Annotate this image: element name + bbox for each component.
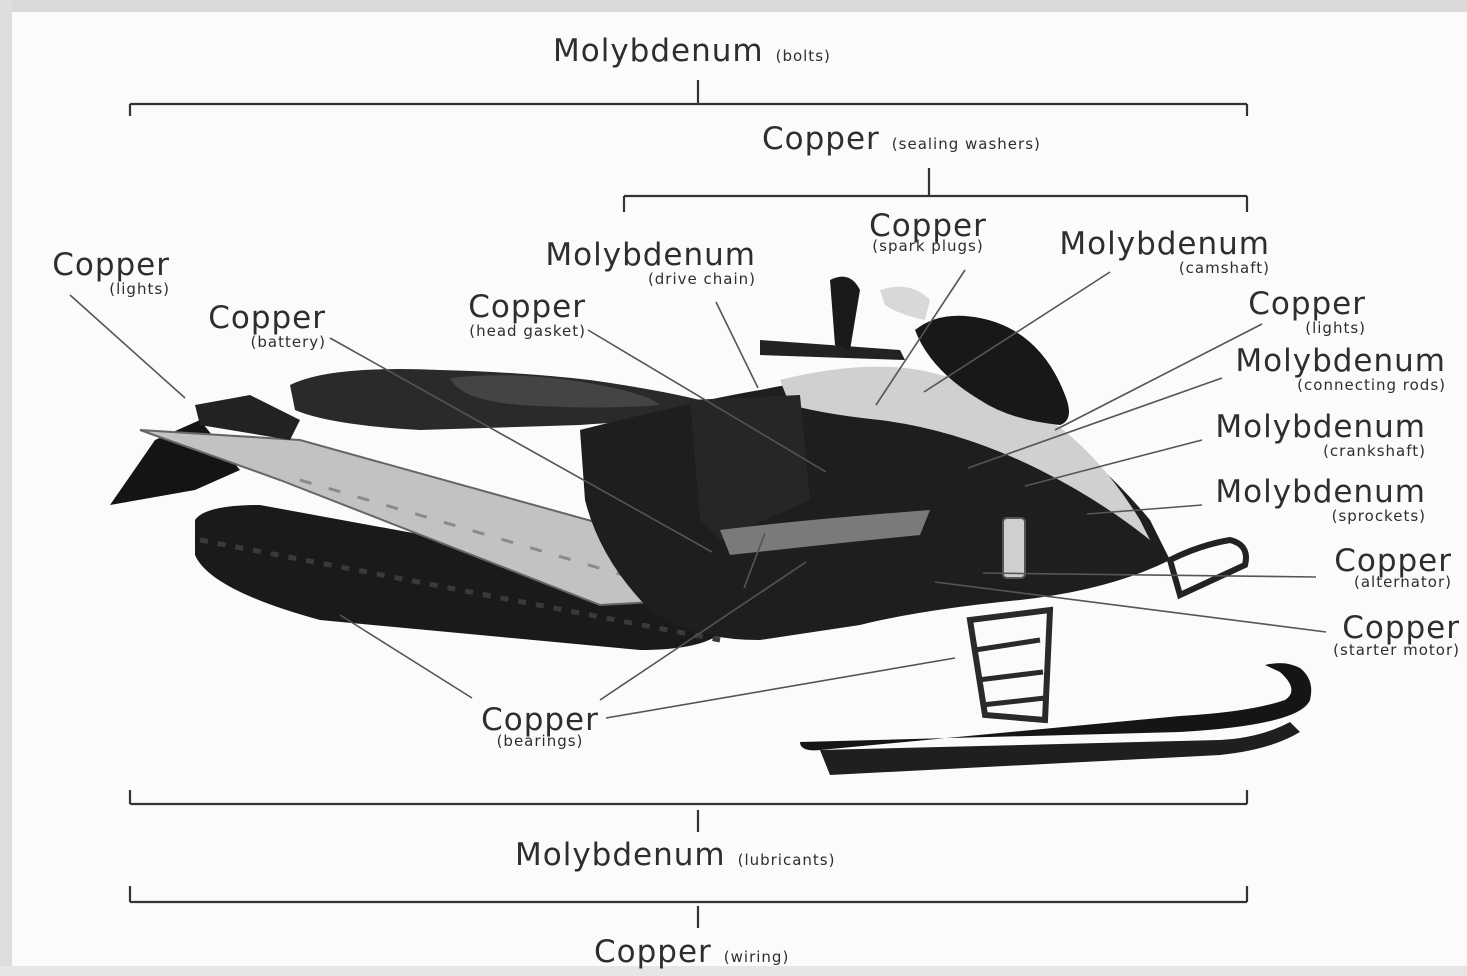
callout-starter-motor: Copper (starter motor): [1290, 613, 1460, 658]
bracket-label-bolts: Molybdenum (bolts): [553, 36, 831, 67]
leader-bearings-1: [340, 615, 472, 698]
metal-name: Copper: [594, 934, 712, 970]
metal-name: Molybdenum: [1180, 412, 1426, 443]
part-name: (bolts): [776, 47, 831, 65]
bracket-label-lubricants: Molybdenum (lubricants): [515, 840, 835, 871]
leader-starter-motor: [935, 582, 1326, 632]
part-name: (lubricants): [738, 851, 836, 869]
part-name: (alternator): [1300, 575, 1452, 590]
part-name: (crankshaft): [1180, 444, 1426, 459]
callout-battery: Copper (battery): [180, 303, 326, 350]
callout-alternator: Copper (alternator): [1300, 546, 1452, 590]
metal-name: Molybdenum: [515, 837, 726, 873]
leader-bearings-4: [744, 533, 765, 588]
callout-spark-plugs: Copper (spark plugs): [836, 211, 1020, 254]
metal-name: Copper: [762, 121, 880, 157]
leader-drive-chain: [716, 302, 758, 388]
leader-head-gasket: [588, 330, 826, 472]
leader-bearings-2: [600, 562, 806, 700]
callout-lights-front: Copper (lights): [1210, 289, 1366, 336]
bracket-lubricants: [130, 790, 1247, 832]
part-name: (sprockets): [1180, 509, 1426, 524]
callout-drive-chain: Molybdenum (drive chain): [510, 240, 756, 287]
part-name: (starter motor): [1290, 643, 1460, 658]
metal-name: Molybdenum: [1200, 346, 1446, 377]
metal-name: Molybdenum: [1180, 477, 1426, 508]
leader-alternator: [983, 573, 1316, 577]
bracket-bolts: [130, 80, 1247, 116]
metal-name: Copper: [1210, 289, 1366, 320]
callout-lights-rear: Copper (lights): [30, 250, 170, 297]
part-name: (sealing washers): [892, 135, 1041, 153]
leader-bearings-3: [606, 658, 955, 718]
metal-name: Molybdenum: [553, 33, 764, 69]
callout-camshaft: Molybdenum (camshaft): [1020, 229, 1270, 276]
callout-crankshaft: Molybdenum (crankshaft): [1180, 412, 1426, 459]
callout-sprockets: Molybdenum (sprockets): [1180, 477, 1426, 524]
part-name: (lights): [1210, 321, 1366, 336]
part-name: (drive chain): [510, 272, 756, 287]
leader-crankshaft: [1025, 440, 1202, 486]
callout-head-gasket: Copper (head gasket): [420, 292, 586, 339]
metal-name: Molybdenum: [1020, 229, 1270, 260]
metal-name: Molybdenum: [510, 240, 756, 271]
bracket-lines: [130, 80, 1247, 928]
part-name: (head gasket): [420, 324, 586, 339]
leader-lights-rear: [70, 295, 185, 398]
callout-connecting-rods: Molybdenum (connecting rods): [1200, 346, 1446, 393]
callout-bearings: Copper (bearings): [458, 705, 622, 749]
leader-spark-plugs: [876, 270, 965, 405]
bracket-wiring: [130, 886, 1247, 928]
metal-name: Copper: [420, 292, 586, 323]
part-name: (lights): [30, 282, 170, 297]
metal-name: Copper: [180, 303, 326, 334]
part-name: (battery): [180, 335, 326, 350]
bracket-sealing-washers: [624, 168, 1247, 212]
part-name: (connecting rods): [1200, 378, 1446, 393]
bracket-label-wiring: Copper (wiring): [594, 937, 789, 968]
part-name: (wiring): [724, 948, 790, 966]
part-name: (camshaft): [1020, 261, 1270, 276]
part-name: (spark plugs): [836, 239, 1020, 254]
metal-name: Copper: [1290, 613, 1460, 644]
bracket-label-sealing-washers: Copper (sealing washers): [762, 124, 1041, 155]
metal-name: Copper: [30, 250, 170, 281]
